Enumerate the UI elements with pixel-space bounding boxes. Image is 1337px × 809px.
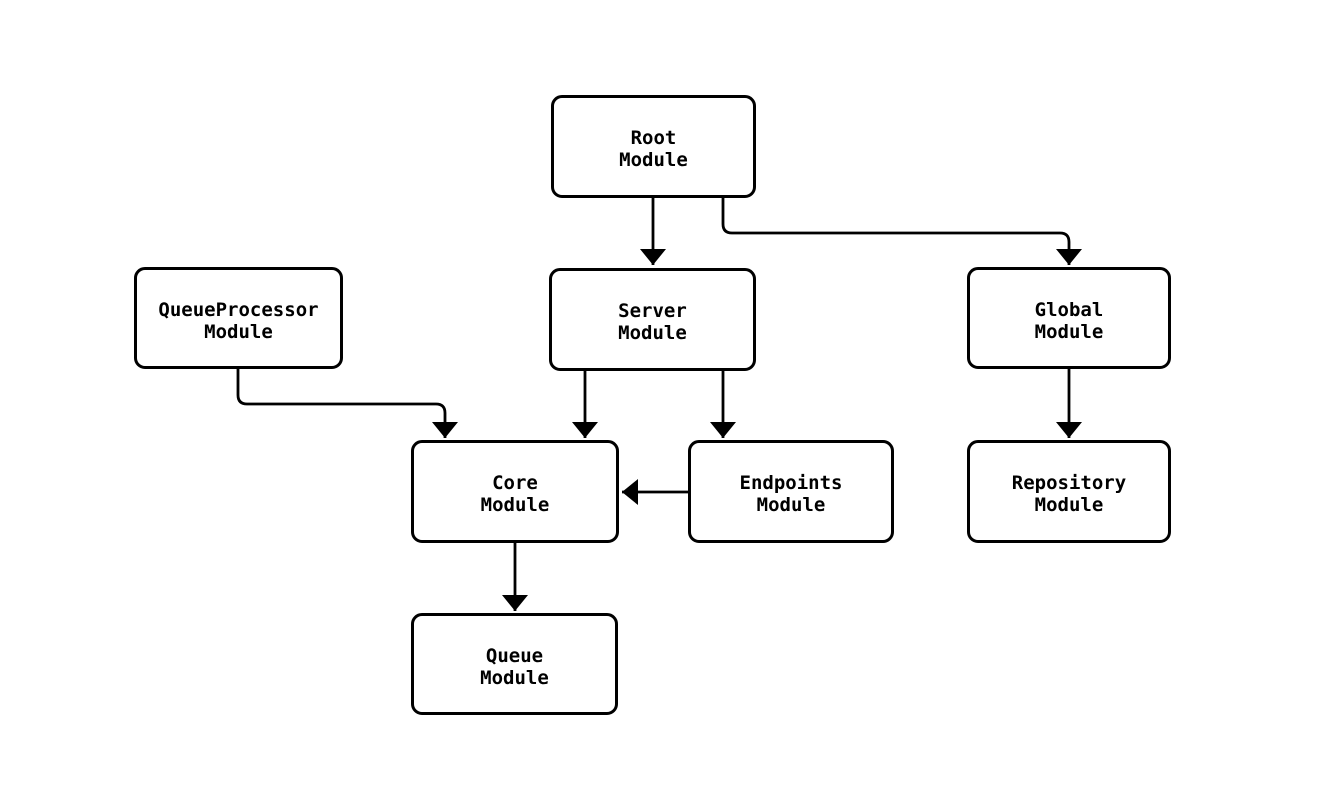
node-core-label-line2: Module [480,494,550,516]
arrowhead-server-core [572,422,598,438]
node-core-label-line1: Core [492,472,538,494]
arrowhead-queueprocessor-core [432,422,458,438]
edge-queueprocessor-core [236,369,447,438]
node-queue-label-line1: Queue [485,644,544,667]
node-server-label-line2: Module [618,322,687,344]
node-global-label-line2: Module [1034,320,1104,343]
node-repository-label-line1: Repository [1011,472,1127,494]
node-endpoints-label-line1: Endpoints [739,472,843,494]
arrowhead-root-server [640,249,666,265]
node-server-label-line1: Server [618,300,687,322]
node-queueprocessor-label-line2: Module [204,320,273,343]
node-queueprocessor-label-line1: QueueProcessor [158,298,319,321]
edge-root-global [721,198,1071,265]
node-queue-label-line2: Module [480,666,549,689]
arrowhead-server-endpoints [710,422,736,438]
node-repository-label-line2: Module [1034,494,1104,516]
arrowhead-root-global [1056,249,1082,265]
node-root-label-line1: Root [630,127,677,149]
node-endpoints-label-line2: Module [756,494,826,516]
arrowhead-core-queue [502,595,528,611]
arrowhead-global-repository [1056,422,1082,438]
node-root-label-line2: Module [619,149,688,171]
arrowhead-endpoints-core [622,479,638,505]
node-global-label-line1: Global [1034,298,1104,321]
